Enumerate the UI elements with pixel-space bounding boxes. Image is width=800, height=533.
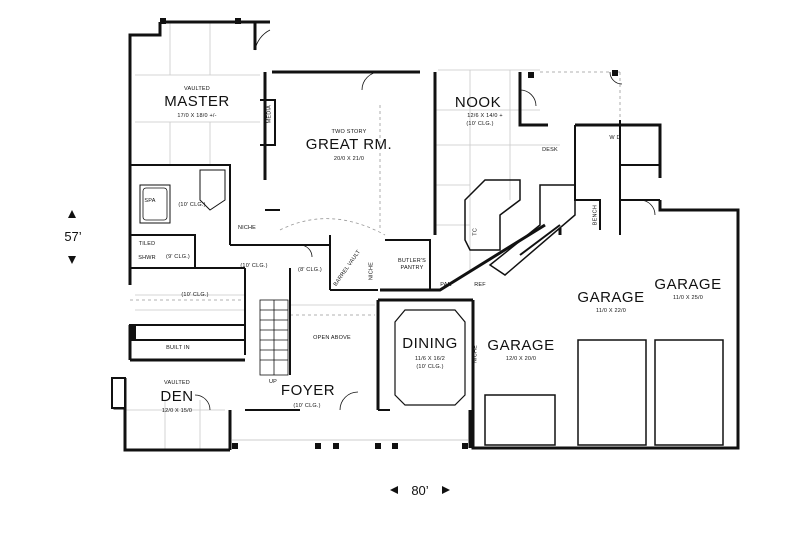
master-size: 17/0 X 18/0 +/- bbox=[177, 113, 217, 119]
master-tag: VAULTED bbox=[184, 86, 210, 92]
den-tag: VAULTED bbox=[164, 380, 190, 386]
dining-table-outline bbox=[394, 309, 466, 406]
dining-size: 11/6 X 16/2 bbox=[415, 356, 445, 362]
closet-diag bbox=[199, 169, 226, 211]
arrow-down-icon bbox=[68, 256, 76, 264]
pan-label: PAN bbox=[440, 282, 452, 288]
shwr-label: SHWR bbox=[138, 255, 156, 261]
great-room-size: 20/0 X 21/0 bbox=[333, 156, 365, 162]
nook-name: NOOK bbox=[454, 94, 502, 111]
butlers-label: BUTLER'S bbox=[397, 258, 427, 264]
spa-label: SPA bbox=[144, 198, 156, 204]
hall-clg: (10' CLG.) bbox=[181, 292, 209, 298]
wd-label: W D bbox=[609, 135, 621, 141]
shwr-clg: (9' CLG.) bbox=[166, 254, 190, 260]
niche-2: NICHE bbox=[368, 262, 375, 281]
ref-label: REF bbox=[474, 282, 486, 288]
garage-3-name: GARAGE bbox=[654, 276, 722, 293]
desk-label: DESK bbox=[542, 147, 558, 153]
spa-clg: (10' CLG.) bbox=[178, 202, 206, 208]
garage-1-name: GARAGE bbox=[487, 337, 555, 354]
ceiling-grid bbox=[125, 22, 560, 450]
arrow-up-icon bbox=[68, 210, 76, 218]
stairs bbox=[259, 299, 289, 376]
up-label: UP bbox=[268, 379, 278, 385]
bench-label: BENCH bbox=[592, 205, 599, 226]
pantry-label: PANTRY bbox=[400, 265, 424, 271]
porch-columns bbox=[160, 18, 618, 449]
foyer-name: FOYER bbox=[280, 382, 336, 399]
niche-3: NICHE bbox=[472, 345, 479, 364]
garage-2-name: GARAGE bbox=[577, 289, 645, 306]
tiled-label: TILED bbox=[138, 241, 156, 247]
den-name: DEN bbox=[160, 388, 194, 405]
bath-clg-2: (8' CLG.) bbox=[298, 267, 322, 273]
den-size: 12/0 X 15/0 bbox=[161, 408, 193, 414]
depth-dimension: 57’ bbox=[64, 229, 82, 244]
great-room-tag: TWO STORY bbox=[331, 129, 367, 135]
garage-3-size: 11/0 X 25/0 bbox=[673, 295, 703, 301]
fireplace bbox=[111, 377, 126, 409]
master-name: MASTER bbox=[164, 93, 230, 110]
door-swings bbox=[194, 22, 656, 411]
width-dimension: 80’ bbox=[411, 483, 429, 498]
garage-1-size: 12/0 X 20/0 bbox=[505, 356, 537, 362]
foyer-clg: (10' CLG.) bbox=[293, 403, 321, 409]
built-in-label: BUILT IN bbox=[166, 345, 190, 351]
built-in-counter bbox=[129, 324, 246, 341]
garage-2-size: 11/0 X 22/0 bbox=[596, 308, 626, 314]
open-above-label: OPEN ABOVE bbox=[313, 335, 351, 341]
dining-name: DINING bbox=[402, 335, 458, 352]
kitchen-island bbox=[464, 179, 521, 251]
bath-clg-1: (10' CLG.) bbox=[240, 263, 268, 269]
nook-size: 12/6 X 14/0 + bbox=[467, 113, 503, 119]
dining-clg: (10' CLG.) bbox=[416, 364, 444, 370]
arrow-right-icon bbox=[442, 486, 450, 494]
arrow-left-icon bbox=[390, 486, 398, 494]
dimension-arrows bbox=[68, 210, 450, 494]
garage-doors bbox=[484, 339, 724, 446]
nook-clg: (10' CLG.) bbox=[466, 121, 494, 127]
dashed-lines bbox=[130, 71, 621, 316]
tc-label: TC bbox=[472, 228, 479, 236]
media-label: MEDIA bbox=[266, 105, 273, 124]
niche-1: NICHE bbox=[237, 225, 257, 231]
kitchen-counter bbox=[488, 184, 576, 276]
great-room-name: GREAT RM. bbox=[305, 136, 393, 153]
spa-tub bbox=[139, 184, 171, 224]
